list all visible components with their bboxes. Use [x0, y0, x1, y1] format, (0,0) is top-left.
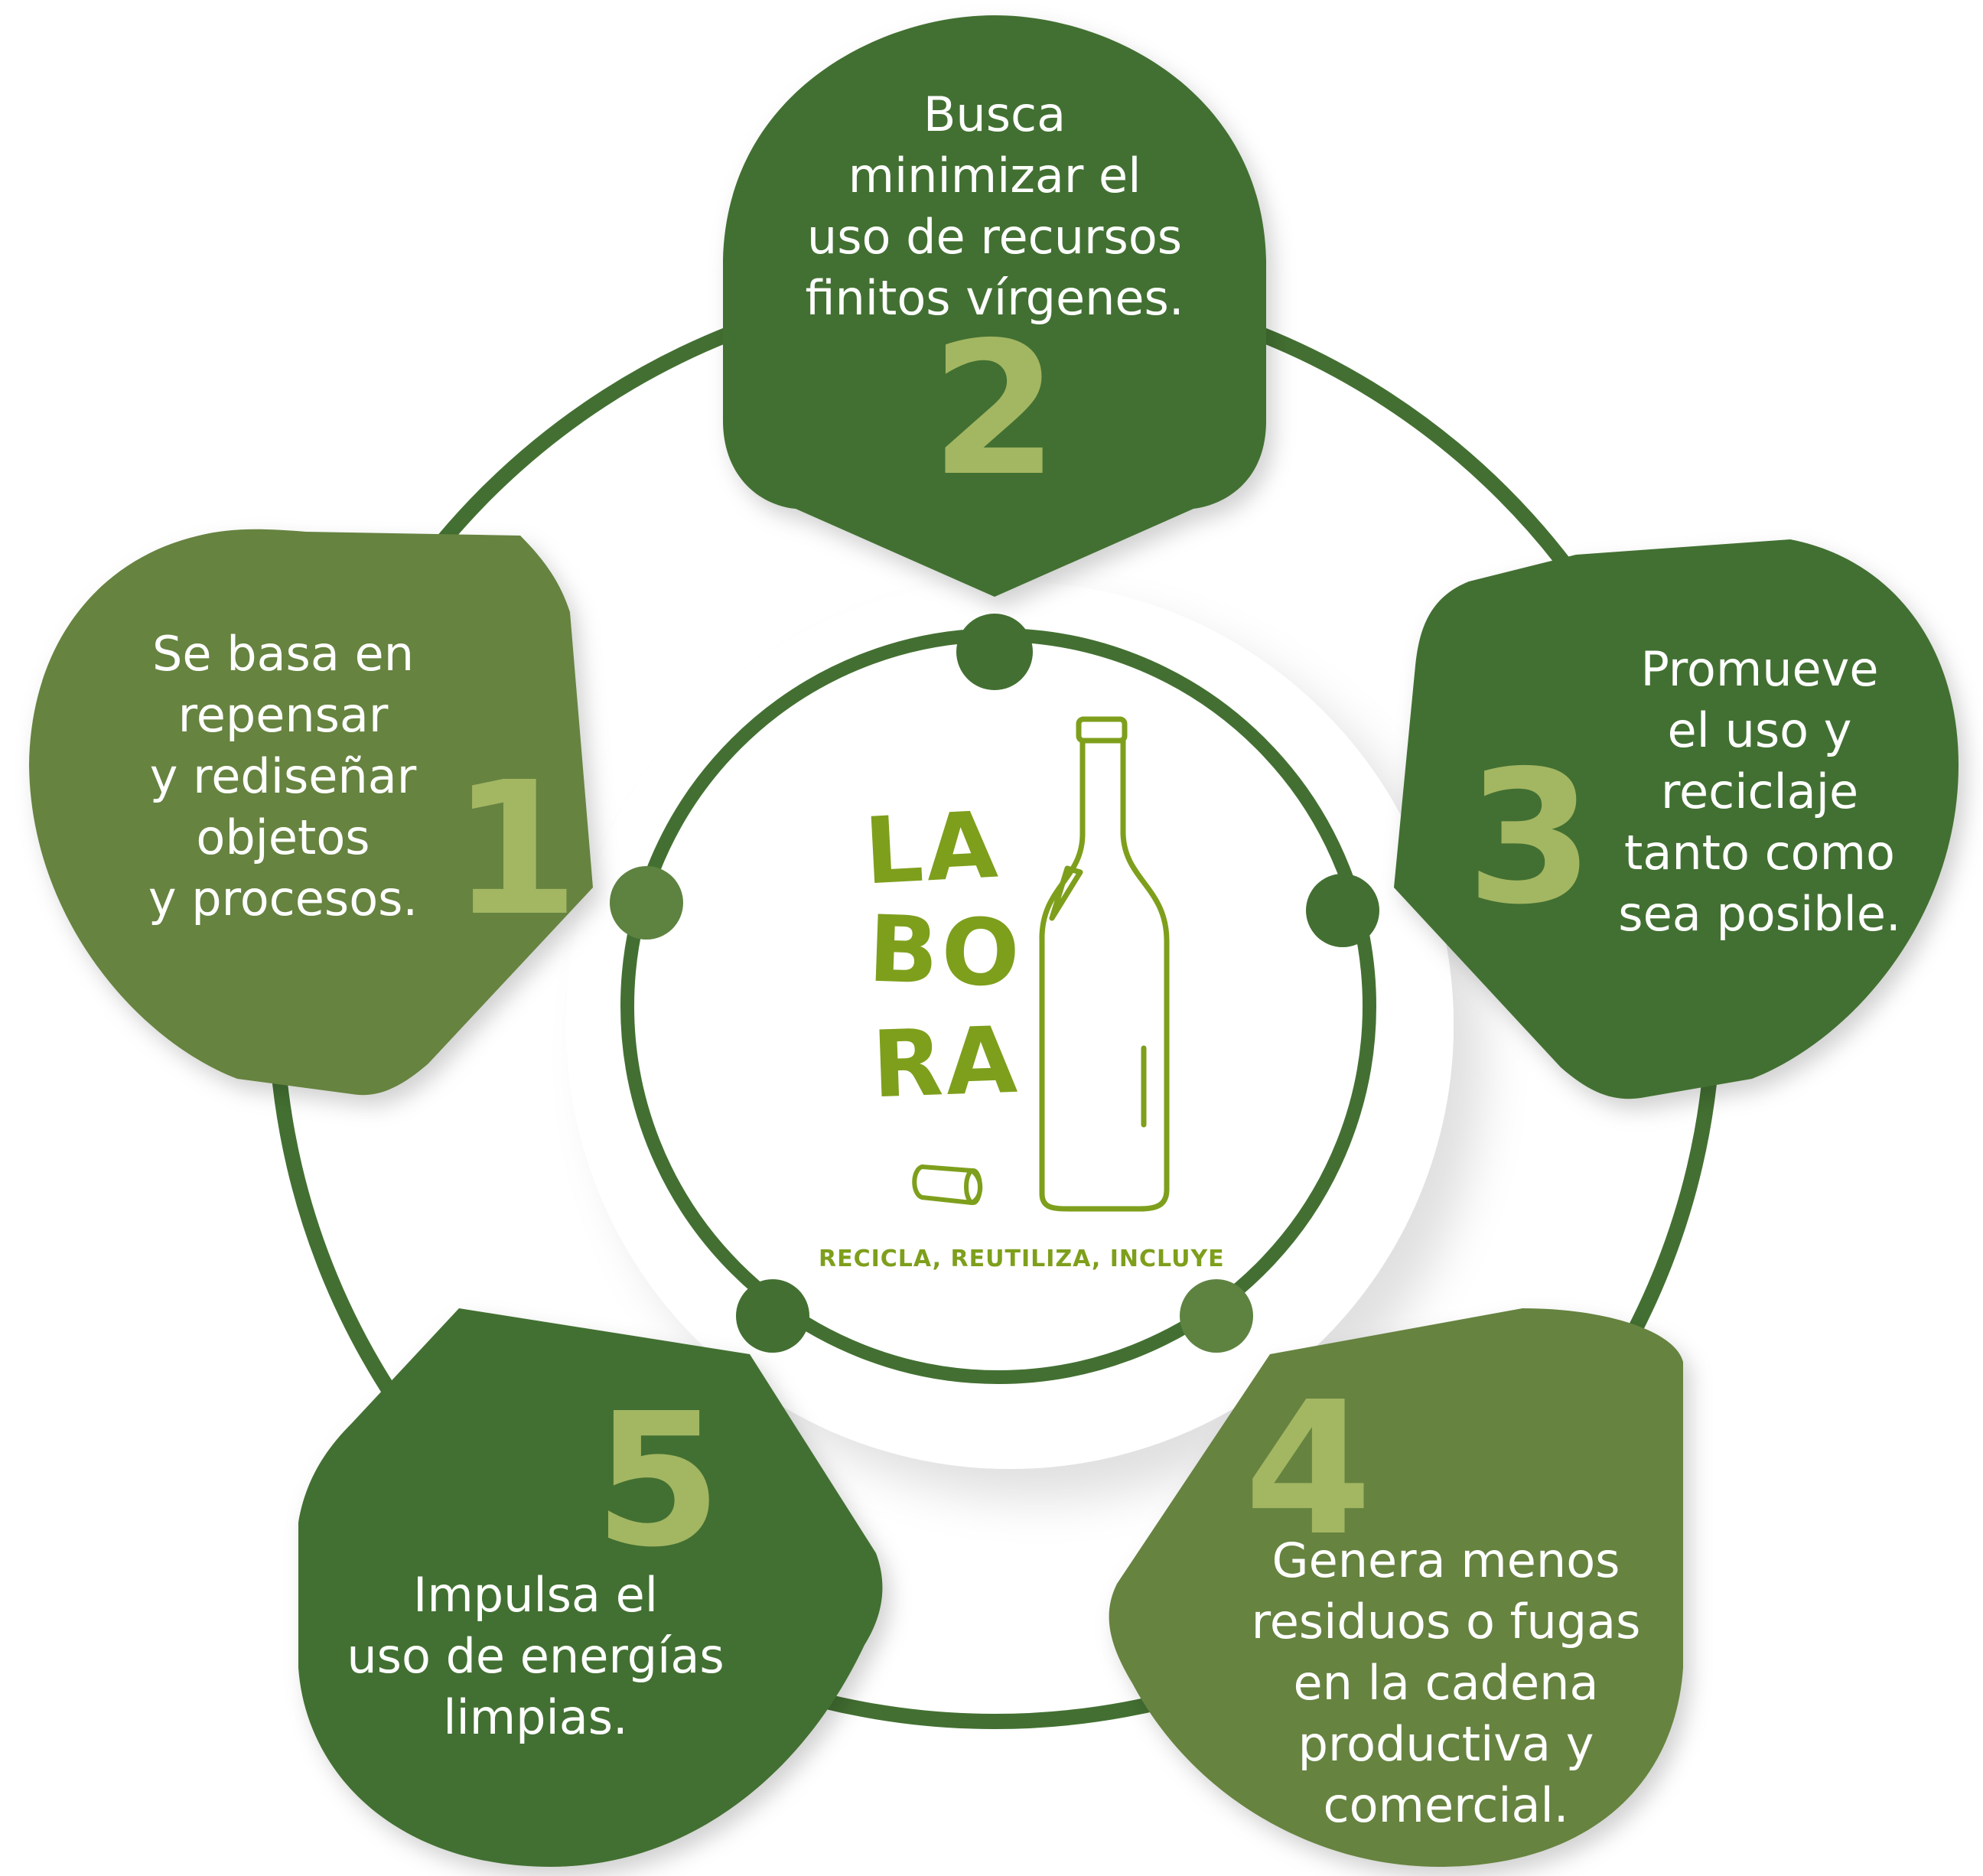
step-4-line: comercial.	[1323, 1777, 1569, 1833]
logo-tagline: RECICLA, REUTILIZA, INCLUYE	[819, 1246, 1225, 1272]
ring-node	[1306, 874, 1379, 947]
step-2-bubble	[723, 15, 1266, 597]
step-4-line: Genera menos	[1272, 1532, 1620, 1588]
ring-node	[1180, 1279, 1253, 1353]
step-5-text: Impulsa el uso de energías limpias.	[329, 1565, 742, 1748]
step-3-line: sea posible.	[1618, 886, 1901, 942]
step-3-number: 3	[1466, 731, 1594, 945]
step-3-line: el uso y	[1667, 702, 1852, 758]
step-4-number: 4	[1244, 1362, 1372, 1576]
logo-word-ra: RA	[870, 1007, 1022, 1119]
step-4-line: en la cadena	[1293, 1655, 1599, 1711]
step-1-line: y procesos.	[148, 871, 418, 927]
step-3-bubble	[1394, 539, 1959, 1099]
step-3-line: tanto como	[1624, 825, 1895, 881]
step-5-bubble	[298, 1308, 883, 1867]
step-2-text: Busca minimizar el uso de recursos finit…	[784, 84, 1205, 329]
cork-icon	[912, 1164, 983, 1205]
center-disc	[566, 581, 1454, 1469]
step-4-bubble	[1109, 1308, 1683, 1867]
step-3-line: Promueve	[1640, 641, 1879, 697]
step-2-number: 2	[930, 302, 1059, 516]
step-3-text: Promueve el uso y reciclaje tanto como s…	[1607, 639, 1913, 945]
step-2-line: uso de recursos	[806, 209, 1183, 265]
bottle-icon	[1039, 716, 1170, 1212]
step-4-text: Genera menos residuos o fugas en la cade…	[1239, 1530, 1652, 1836]
logo-word-la: LA	[861, 792, 1003, 906]
step-1-number: 1	[451, 742, 579, 956]
step-4-line: productiva y	[1298, 1716, 1594, 1772]
step-1-line: Se basa en	[152, 626, 414, 682]
logo-word-bo: BO	[866, 896, 1024, 1008]
step-1-line: repensar	[177, 687, 389, 743]
step-4-line: residuos o fugas	[1251, 1594, 1641, 1650]
ring-node	[610, 866, 683, 940]
step-5-number: 5	[594, 1373, 722, 1588]
ring-node	[736, 1279, 809, 1353]
step-2-line: Busca	[923, 86, 1066, 142]
step-2-line: finitos vírgenes.	[805, 270, 1184, 326]
ring-node	[956, 614, 1033, 690]
step-5-line: uso de energías	[347, 1628, 724, 1684]
step-2-line: minimizar el	[848, 148, 1141, 204]
step-1-text: Se basa en repensar y rediseñar objetos …	[130, 624, 436, 930]
step-5-line: limpias.	[443, 1689, 628, 1745]
step-3-line: reciclaje	[1660, 764, 1859, 819]
step-5-line: Impulsa el	[413, 1567, 658, 1623]
step-1-line: objetos	[196, 809, 370, 865]
step-1-line: y rediseñar	[149, 748, 417, 804]
step-1-bubble	[29, 529, 593, 1096]
